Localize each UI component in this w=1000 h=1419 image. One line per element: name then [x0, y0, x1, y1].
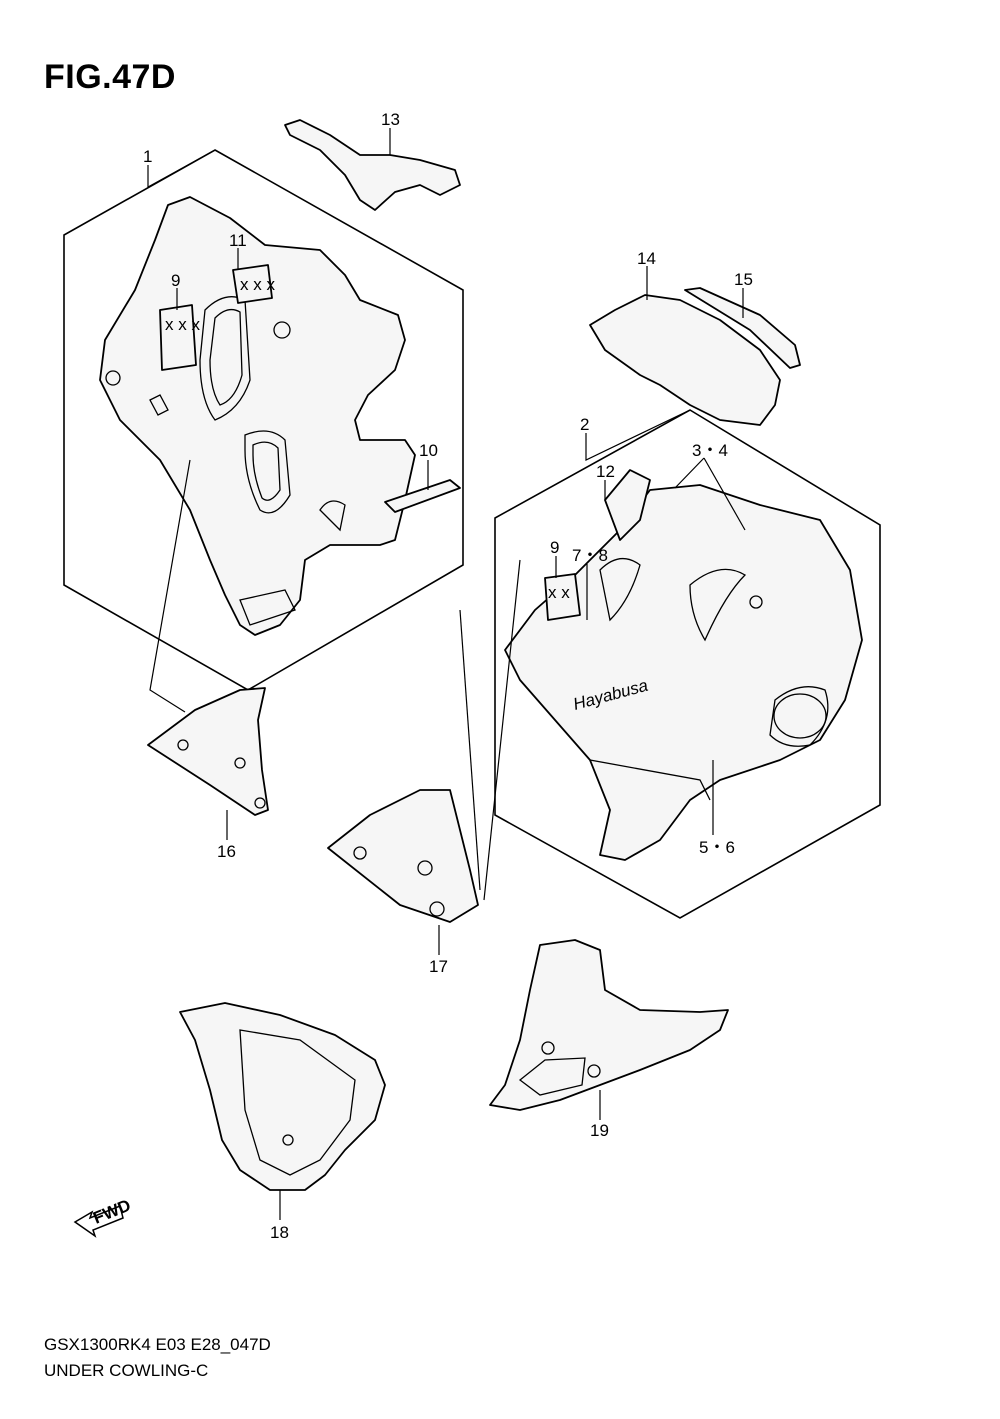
- callout-2: 2: [580, 415, 589, 434]
- callout-1: 1: [143, 147, 152, 166]
- figure-name: UNDER COWLING-C: [44, 1361, 209, 1380]
- callout-10: 10: [419, 441, 438, 460]
- callout-5-6: 5・6: [699, 838, 735, 857]
- figure-title: FIG.47D: [44, 58, 176, 96]
- callout-15: 15: [734, 270, 753, 289]
- mesh-pad-11: x x x: [232, 264, 275, 304]
- svg-text:x x x: x x x: [240, 275, 275, 294]
- leader-2: [585, 409, 691, 461]
- side-panel-17[interactable]: [327, 789, 479, 923]
- figure-code: GSX1300RK4 E03 E28_047D: [44, 1335, 271, 1354]
- callout-14: 14: [637, 249, 656, 268]
- assembly-box-right: [494, 409, 881, 919]
- callout-19: 19: [590, 1121, 609, 1140]
- callout-18: 18: [270, 1223, 289, 1242]
- callout-16: 16: [217, 842, 236, 861]
- bracket-12: [604, 469, 651, 541]
- leader-17-box: [459, 609, 481, 891]
- callout-11: 11: [229, 231, 247, 250]
- leader-34: [674, 457, 705, 489]
- leader-34b: [703, 457, 746, 531]
- svg-text:x x x: x x x: [165, 315, 200, 334]
- leader-1: [147, 149, 216, 189]
- upper-bracket-13[interactable]: [284, 119, 461, 211]
- callout-3-4: 3・4: [692, 441, 728, 460]
- callout-7-8: 7・8: [572, 546, 608, 565]
- under-cowling-19[interactable]: [489, 939, 729, 1111]
- mesh-pad-9-left: x x x: [159, 304, 200, 371]
- leader-17-box-b: [483, 559, 521, 901]
- trim-strip-15[interactable]: [684, 287, 801, 369]
- lower-cowling-18[interactable]: [179, 1002, 386, 1191]
- callout-12: 12: [596, 462, 615, 481]
- mesh-pad-9-right: x x: [544, 573, 581, 621]
- left-fairing-panel[interactable]: [99, 196, 416, 636]
- leader-16-box: [149, 459, 191, 713]
- callout-13: 13: [381, 110, 400, 129]
- callout-17: 17: [429, 957, 448, 976]
- fwd-arrow-icon: FWD: [73, 1196, 133, 1238]
- callout-9-right: 9: [550, 538, 559, 557]
- inner-cover-14[interactable]: [589, 294, 781, 426]
- callout-9-left: 9: [171, 271, 180, 290]
- side-panel-16[interactable]: [147, 687, 269, 816]
- svg-text:x x: x x: [548, 583, 570, 602]
